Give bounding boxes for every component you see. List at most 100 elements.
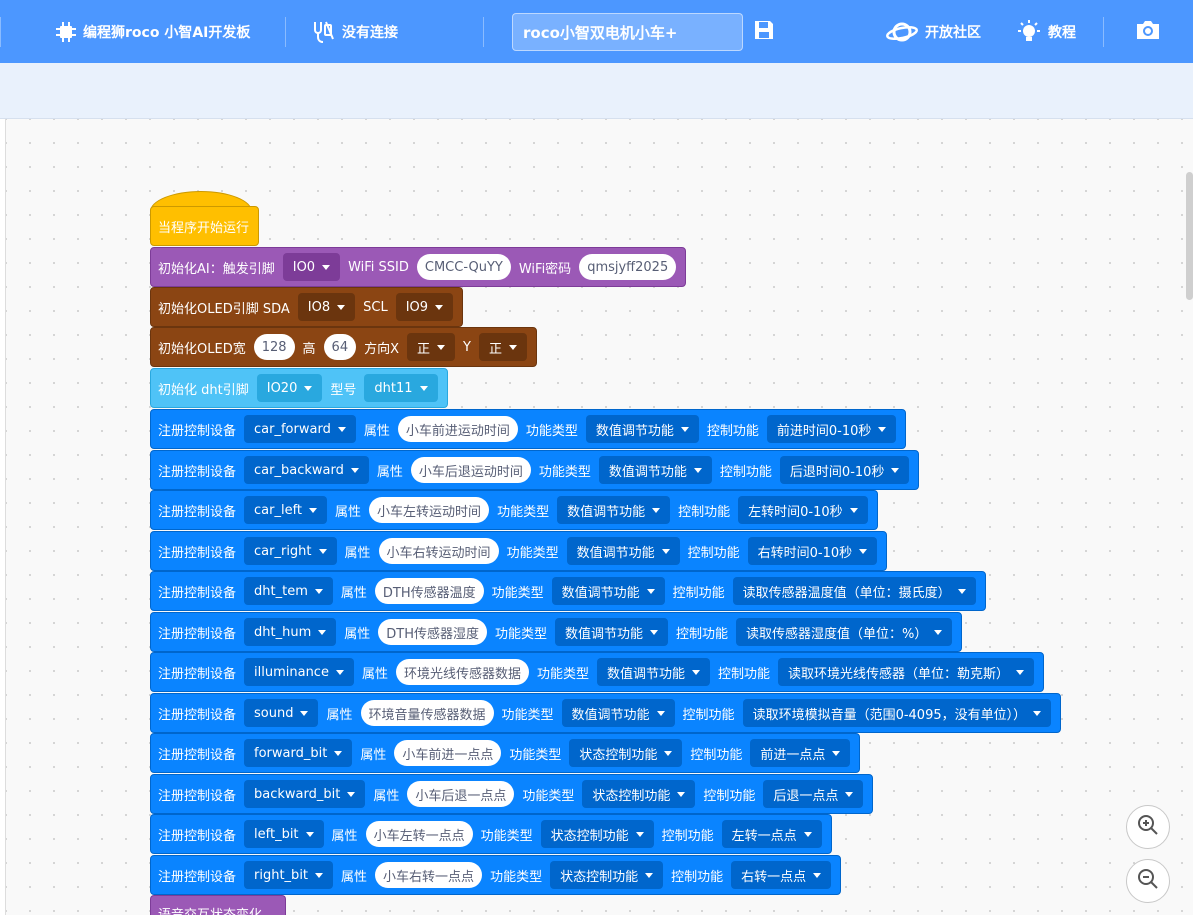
attribute-input[interactable]: 小车右转运动时间 <box>378 538 499 564</box>
sda-pin-dropdown[interactable]: IO8 <box>297 293 356 321</box>
attribute-input[interactable]: DTH传感器温度 <box>374 578 484 604</box>
control-function-dropdown[interactable]: 前进时间0-10秒 <box>766 415 897 443</box>
attribute-input[interactable]: 小车后退一点点 <box>407 781 515 807</box>
device-dropdown[interactable]: backward_bit <box>244 780 366 808</box>
zoom-in-button[interactable] <box>1126 805 1170 849</box>
ctrl-label: 控制功能 <box>687 545 740 561</box>
function-type-dropdown[interactable]: 数值调节功能 <box>598 456 712 484</box>
dropdown-value: IO8 <box>307 299 331 315</box>
attribute-input[interactable]: 小车前进一点点 <box>394 740 502 766</box>
control-function-dropdown[interactable]: 左转一点点 <box>721 820 822 848</box>
device-dropdown[interactable]: car_forward <box>244 415 356 443</box>
register-device-block[interactable]: 注册控制设备 sound 属性 环境音量传感器数据 功能类型 数值调节功能 控制… <box>150 693 1062 733</box>
register-device-block[interactable]: 注册控制设备 dht_tem 属性 DTH传感器温度 功能类型 数值调节功能 控… <box>150 571 986 611</box>
register-device-block[interactable]: 注册控制设备 left_bit 属性 小车左转一点点 功能类型 状态控制功能 控… <box>150 814 832 854</box>
control-function-dropdown[interactable]: 前进一点点 <box>750 739 851 767</box>
init-oled-size-block[interactable]: 初始化OLED宽 128 高 64 方向X 正 Y 正 <box>150 327 537 367</box>
function-type-dropdown[interactable]: 数值调节功能 <box>561 699 675 727</box>
type-label: 功能类型 <box>506 545 559 561</box>
attribute-input[interactable]: 小车右转一点点 <box>375 862 483 888</box>
trigger-pin-dropdown[interactable]: IO0 <box>282 253 341 281</box>
function-type-dropdown[interactable]: 状态控制功能 <box>540 820 654 848</box>
control-function-dropdown[interactable]: 读取环境模拟音量（范围0-4095，没有单位）） <box>742 699 1052 727</box>
control-function-dropdown[interactable]: 读取环境光线传感器（单位：勒克斯） <box>778 658 1035 686</box>
device-dropdown[interactable]: sound <box>244 699 319 727</box>
project-name-input[interactable] <box>512 13 743 51</box>
dht-pin-dropdown[interactable]: IO20 <box>256 374 323 402</box>
screenshot-button[interactable] <box>1135 0 1161 63</box>
function-type-dropdown[interactable]: 数值调节功能 <box>551 577 665 605</box>
register-device-block[interactable]: 注册控制设备 illuminance 属性 环境光线传感器数据 功能类型 数值调… <box>150 652 1045 692</box>
height-input[interactable]: 64 <box>323 334 357 360</box>
function-type-dropdown[interactable]: 数值调节功能 <box>557 496 671 524</box>
community-button[interactable]: 开放社区 <box>885 0 981 63</box>
device-dropdown[interactable]: illuminance <box>244 658 354 686</box>
register-device-block[interactable]: 注册控制设备 backward_bit 属性 小车后退一点点 功能类型 状态控制… <box>150 774 874 814</box>
attribute-input[interactable]: 环境光线传感器数据 <box>395 659 529 685</box>
function-type-dropdown[interactable]: 数值调节功能 <box>585 415 699 443</box>
device-dropdown[interactable]: dht_tem <box>244 577 333 605</box>
control-function-dropdown[interactable]: 后退一点点 <box>763 780 864 808</box>
height-label: 高 <box>302 341 316 357</box>
device-dropdown[interactable]: right_bit <box>244 861 334 889</box>
function-type-dropdown[interactable]: 数值调节功能 <box>566 537 680 565</box>
vertical-scrollbar[interactable] <box>1186 172 1193 300</box>
attribute-input[interactable]: 小车左转一点点 <box>365 821 473 847</box>
init-oled-pins-block[interactable]: 初始化OLED引脚 SDA IO8 SCL IO9 <box>150 287 464 327</box>
register-device-block[interactable]: 注册控制设备 right_bit 属性 小车右转一点点 功能类型 状态控制功能 … <box>150 855 842 895</box>
register-device-block[interactable]: 注册控制设备 car_right 属性 小车右转运动时间 功能类型 数值调节功能… <box>150 531 888 571</box>
caret-down-icon <box>350 467 359 473</box>
device-dropdown[interactable]: forward_bit <box>244 739 353 767</box>
width-input[interactable]: 128 <box>253 334 295 360</box>
register-device-block[interactable]: 注册控制设备 car_left 属性 小车左转运动时间 功能类型 数值调节功能 … <box>150 490 878 530</box>
register-device-block[interactable]: 注册控制设备 car_backward 属性 小车后退运动时间 功能类型 数值调… <box>150 450 920 490</box>
type-label: 功能类型 <box>537 666 590 682</box>
init-ai-block[interactable]: 初始化AI：触发引脚 IO0 WiFi SSID CMCC-QuYY WiFi密… <box>150 247 687 287</box>
scl-pin-dropdown[interactable]: IO9 <box>395 293 454 321</box>
diry-dropdown[interactable]: 正 <box>478 333 527 361</box>
ssid-input[interactable]: CMCC-QuYY <box>416 254 511 280</box>
attribute-input[interactable]: 小车左转运动时间 <box>369 497 490 523</box>
register-device-block[interactable]: 注册控制设备 forward_bit 属性 小车前进一点点 功能类型 状态控制功… <box>150 733 861 773</box>
dirx-dropdown[interactable]: 正 <box>407 333 456 361</box>
attribute-input[interactable]: 小车前进运动时间 <box>397 416 518 442</box>
block-label: 初始化 dht引脚 <box>158 382 249 398</box>
attribute-input[interactable]: DTH传感器湿度 <box>378 619 487 645</box>
dropdown-value: 读取环境光线传感器（单位：勒克斯） <box>788 666 1010 682</box>
password-input[interactable]: qmsjyff2025 <box>579 254 677 280</box>
function-type-dropdown[interactable]: 状态控制功能 <box>569 739 683 767</box>
function-type-dropdown[interactable]: 数值调节功能 <box>597 658 711 686</box>
control-function-dropdown[interactable]: 右转一点点 <box>731 861 832 889</box>
device-dropdown[interactable]: dht_hum <box>244 618 337 646</box>
control-function-dropdown[interactable]: 后退时间0-10秒 <box>779 456 910 484</box>
attribute-input[interactable]: 小车后退运动时间 <box>410 457 531 483</box>
device-dropdown[interactable]: car_backward <box>244 456 369 484</box>
dht-model-dropdown[interactable]: dht11 <box>364 374 438 402</box>
control-function-dropdown[interactable]: 读取传感器湿度值（单位：%） <box>736 618 953 646</box>
device-dropdown[interactable]: left_bit <box>244 820 324 848</box>
function-type-dropdown[interactable]: 状态控制功能 <box>550 861 664 889</box>
control-function-dropdown[interactable]: 左转时间0-10秒 <box>738 496 868 524</box>
device-dropdown[interactable]: car_left <box>244 496 328 524</box>
when-program-starts-block[interactable]: 当程序开始运行 <box>150 206 259 246</box>
register-device-block[interactable]: 注册控制设备 car_forward 属性 小车前进运动时间 功能类型 数值调节… <box>150 409 907 449</box>
caret-down-icon <box>334 750 343 756</box>
caret-down-icon <box>318 548 327 554</box>
control-function-dropdown[interactable]: 右转时间0-10秒 <box>747 537 878 565</box>
board-selector[interactable]: 编程狮roco 小智AI开发板 <box>55 0 250 63</box>
function-type-dropdown[interactable]: 数值调节功能 <box>555 618 669 646</box>
dropdown-value: right_bit <box>254 867 309 883</box>
init-dht-block[interactable]: 初始化 dht引脚 IO20 型号 dht11 <box>150 368 448 408</box>
register-device-block[interactable]: 注册控制设备 dht_hum 属性 DTH传感器湿度 功能类型 数值调节功能 控… <box>150 612 963 652</box>
control-function-dropdown[interactable]: 读取传感器温度值（单位：摄氏度） <box>732 577 976 605</box>
voice-interaction-block[interactable]: 语音交互状态变化 <box>150 895 286 915</box>
zoom-out-button[interactable] <box>1126 859 1170 903</box>
attribute-input[interactable]: 环境音量传感器数据 <box>360 700 494 726</box>
dropdown-value: sound <box>254 705 294 721</box>
save-button[interactable] <box>752 0 776 63</box>
tutorial-button[interactable]: 教程 <box>1016 0 1076 63</box>
function-type-dropdown[interactable]: 状态控制功能 <box>582 780 696 808</box>
connection-button[interactable]: 没有连接 <box>310 0 398 63</box>
planet-icon <box>885 19 919 45</box>
device-dropdown[interactable]: car_right <box>244 537 337 565</box>
